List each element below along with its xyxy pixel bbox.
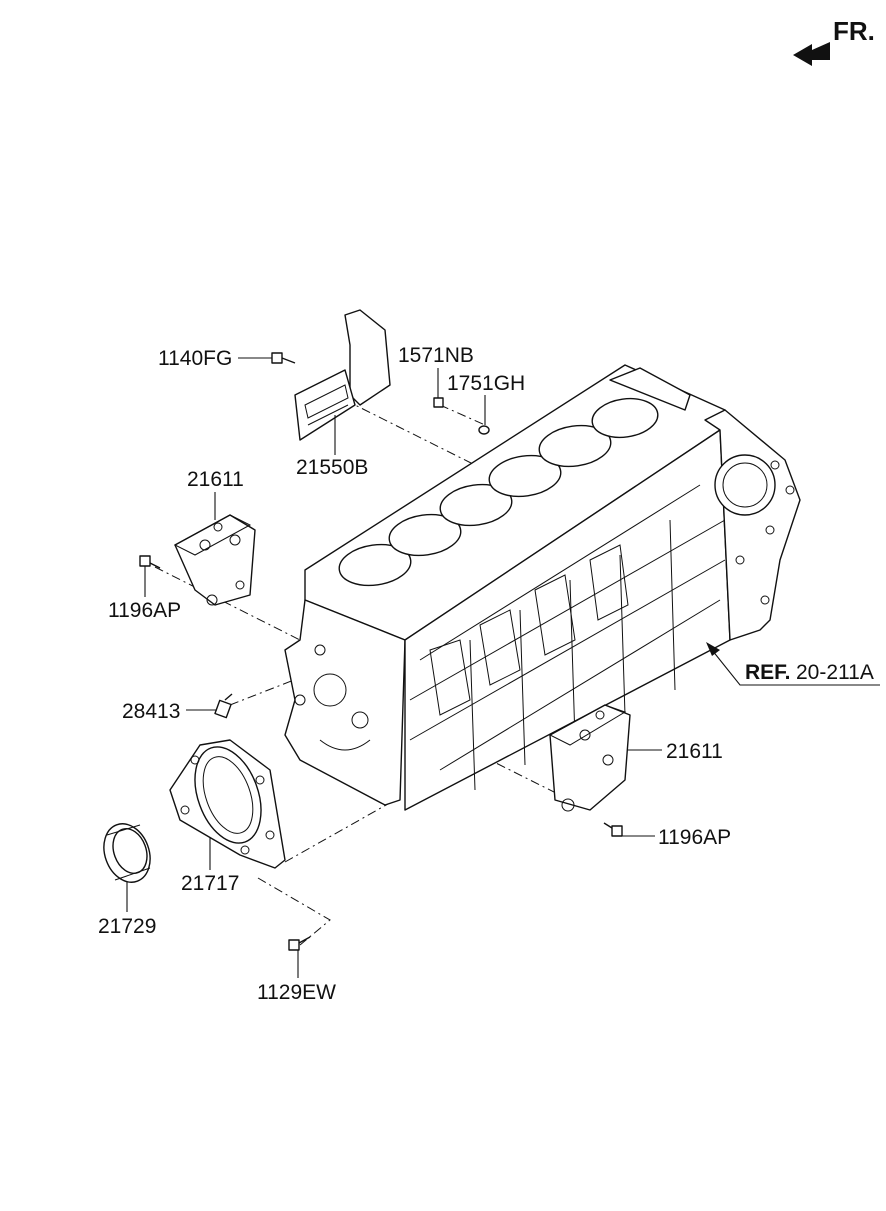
leader-lines — [126, 357, 662, 978]
reference-code: 20-211A — [796, 661, 874, 684]
callout-1571nb[interactable]: 1571NB — [398, 344, 474, 367]
callout-21550b[interactable]: 21550B — [296, 456, 368, 479]
engine-mount-bracket-right — [548, 704, 631, 812]
front-arrow-icon — [793, 42, 830, 66]
oil-passage-cover — [294, 309, 391, 441]
rear-oil-seal — [103, 823, 151, 883]
callout-1196ap-right[interactable]: 1196AP — [658, 826, 731, 849]
callout-1196ap-left[interactable]: 1196AP — [108, 599, 181, 622]
callout-21717[interactable]: 21717 — [181, 872, 239, 895]
sensor-28413-icon — [214, 693, 233, 719]
callout-28413[interactable]: 28413 — [122, 700, 180, 723]
front-direction-label: FR. — [833, 16, 875, 46]
rear-oil-seal-case — [169, 739, 286, 869]
callout-1129ew[interactable]: 1129EW — [257, 981, 336, 1004]
fasteners — [139, 352, 623, 951]
engine-mount-bracket-left — [173, 514, 256, 606]
reference-indicator: REF. 20-211A — [706, 642, 880, 686]
callout-21611-right[interactable]: 21611 — [666, 740, 723, 763]
callout-21611-left[interactable]: 21611 — [187, 468, 244, 491]
callout-21729[interactable]: 21729 — [98, 915, 156, 938]
bolt-1196ap-left-icon — [139, 555, 161, 569]
part-callouts: 1140FG 1571NB 1751GH 21550B 21611 1196AP… — [98, 344, 731, 1004]
callout-1751gh[interactable]: 1751GH — [447, 372, 525, 395]
bolt-1129ew-icon — [288, 936, 311, 951]
front-direction-indicator: FR. — [793, 16, 875, 66]
callout-1140fg[interactable]: 1140FG — [158, 347, 232, 370]
reference-prefix: REF. — [745, 661, 791, 684]
plug-1751gh-icon — [478, 425, 490, 435]
bolt-1571nb-icon — [433, 397, 444, 408]
reference-arrow-icon — [706, 642, 720, 656]
cylinder-block — [284, 364, 801, 811]
bolt-1140fg-icon — [271, 352, 296, 364]
bolt-1196ap-right-icon — [603, 822, 623, 837]
